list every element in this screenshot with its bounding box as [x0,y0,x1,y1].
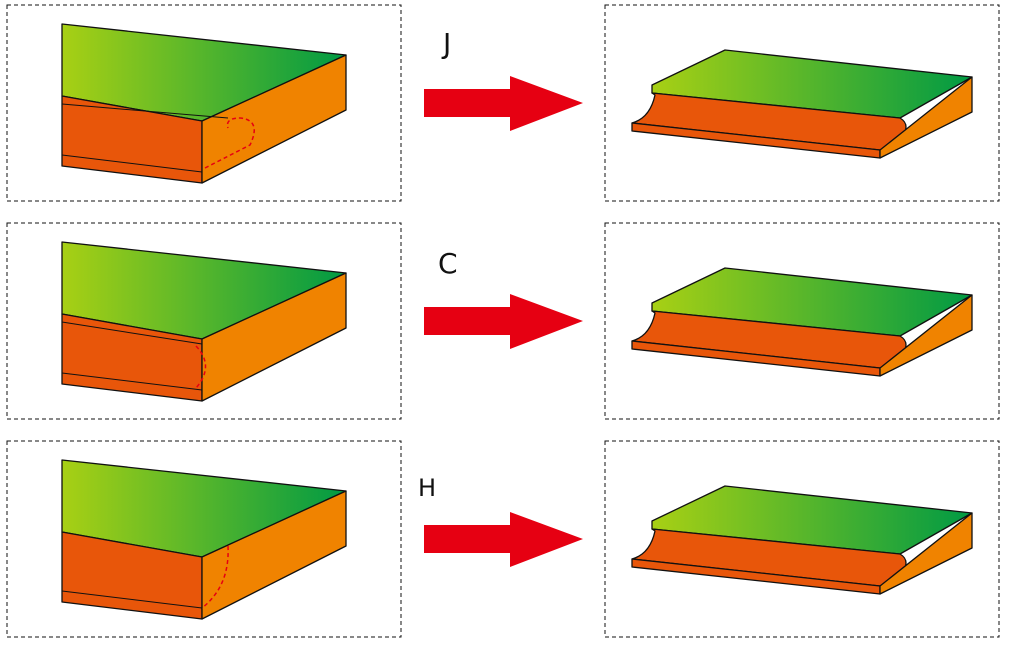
before-panel [6,440,402,638]
label-c: C [438,247,458,280]
block-before [61,241,347,402]
row-2 [6,222,1000,420]
arrow-icon [424,512,583,567]
row-3 [6,440,1000,638]
block-after [631,485,973,595]
block-before [61,23,347,184]
label-h: H [418,474,437,502]
after-panel [604,222,1000,420]
arrow-icon [424,76,583,131]
after-panel [604,4,1000,202]
row-1 [6,4,1000,202]
before-panel [6,4,402,202]
block-after [631,267,973,377]
after-panel [604,440,1000,638]
block-after [631,49,973,159]
block-before [61,459,347,620]
before-panel [6,222,402,420]
arrow-icon [424,294,583,349]
label-j: J [443,27,452,60]
